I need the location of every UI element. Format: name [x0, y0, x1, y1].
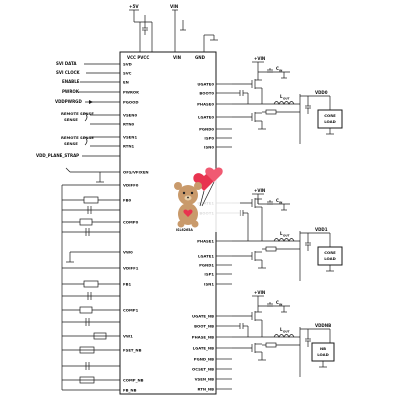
pin-pgood: PGOOD — [123, 99, 139, 104]
pin-vin: VIN — [173, 55, 181, 60]
pin-isn1: ISN1 — [204, 281, 214, 286]
pin-svc: SVC — [123, 70, 132, 75]
pin-lgate0: LGATE0 — [198, 114, 214, 119]
stage-lout-sub: OUT — [283, 97, 290, 101]
pin-lgate1: LGATE1 — [198, 253, 214, 258]
load-label-line-1: CORE — [324, 113, 336, 118]
stage-output-label: VDD1 — [315, 227, 328, 232]
remote-sense-0-label: REMOTE SENSE — [61, 111, 94, 116]
vdd-plane-strap-label: VDD_PLANE_STRAP — [36, 153, 79, 158]
pin-vw0: VW0 — [123, 249, 133, 254]
teddy-bear-with-heart-balloons-icon — [174, 167, 223, 228]
stage-cin-label: C — [276, 198, 279, 203]
stage-cin-sub: IN — [279, 69, 283, 73]
stage-cin-sub: IN — [279, 201, 283, 205]
pin-fb1: FB1 — [123, 281, 131, 286]
teddy-bear-sticker: ISL6265A — [170, 167, 240, 232]
inductor — [273, 334, 295, 338]
load-label-line-2: LOAD — [317, 352, 329, 357]
pin-ugate0: UGATE0 — [197, 81, 214, 86]
remote-sense-1-sub: SENSE — [64, 141, 78, 146]
pin-vw1: VW1 — [123, 333, 133, 338]
load-label-line-1: NB — [320, 346, 326, 351]
pin-fb0: FB0 — [123, 197, 131, 202]
load-label-line-2: LOAD — [324, 256, 336, 261]
stage-vin-label: +VIN — [254, 56, 265, 61]
pin-vsen1: VSEN1 — [123, 134, 137, 139]
pin-comp0: COMP0 — [123, 219, 139, 224]
stage-lout-label: L — [280, 327, 283, 332]
left-pin-labels: SVD SVC EN PWROK PGOOD VSEN0RTN0VSEN1RTN1OFS/… — [123, 61, 149, 392]
pin-pgnd0: PGND0 — [199, 126, 214, 131]
inductor — [273, 101, 295, 105]
top-supply: +5V VIN — [129, 4, 218, 52]
svi-data-label: SVI DATA — [56, 61, 77, 66]
vddpwrgd-label: VDDPWRGD — [55, 99, 82, 104]
plus-5v-label: +5V — [129, 4, 139, 9]
pin-en: EN — [123, 79, 129, 84]
remote-sense-1-label: REMOTE SENSE — [61, 135, 94, 140]
pin-phase-nb: PHASE_NB — [192, 334, 214, 339]
pin-boot-nb: BOOT_NB — [194, 323, 214, 328]
enable-label: ENABLE — [62, 79, 80, 84]
pin-vdiff0: VDIFF0 — [123, 182, 139, 187]
remote-sense-0-sub: SENSE — [64, 117, 78, 122]
pin-isp1: ISP1 — [204, 271, 214, 276]
pin-pgnd1: PGND1 — [199, 262, 214, 267]
load-label-line-2: LOAD — [324, 119, 336, 124]
pin-pwrok: PWROK — [123, 89, 140, 94]
pin-fb-nb: FB_NB — [123, 387, 137, 392]
inductor — [273, 238, 295, 242]
stage-output-label: VDDNB — [315, 323, 331, 328]
pin-fset-nb: FSET_NB — [123, 347, 142, 352]
pin-rtn0: RTN0 — [123, 121, 135, 126]
sense-resistor — [265, 109, 277, 115]
stage-output-label: VDD0 — [315, 90, 328, 95]
pin-isp0: ISP0 — [204, 135, 214, 140]
pwrok-label: PWROK — [62, 89, 80, 94]
pin-rtn-nb: RTN_NB — [198, 386, 215, 391]
pin-vdiff1: VDIFF1 — [123, 265, 139, 270]
stage-cin-sub: IN — [279, 303, 283, 307]
pin-ocset-nb: OCSET_NB — [192, 366, 214, 371]
pin-comp-nb: COMP_NB — [123, 377, 144, 382]
sticker-text: ISL6265A — [176, 228, 193, 232]
pin-ofs-vfixen: OFS/VFIXEN — [123, 169, 149, 174]
pin-pgnd-nb: PGND_NB — [194, 356, 214, 361]
stage-lout-label: L — [280, 231, 283, 236]
left-signal-wires: SVI DATA SVI CLOCK ENABLE PWROK VDDPWRGD… — [36, 61, 120, 391]
vin-top-label: VIN — [170, 4, 179, 9]
pin-gnd: GND — [195, 55, 206, 60]
pin-phase1: PHASE1 — [197, 238, 214, 243]
pin-comp1: COMP1 — [123, 307, 139, 312]
svi-clock-label: SVI CLOCK — [56, 70, 81, 75]
sense-resistor — [265, 246, 277, 252]
stage-lout-sub: OUT — [283, 234, 290, 238]
pin-vsen0: VSEN0 — [123, 112, 137, 117]
stage-lout-label: L — [280, 94, 283, 99]
pin-isn0: ISN0 — [204, 144, 214, 149]
pin-phase0: PHASE0 — [197, 101, 214, 106]
stage-lout-sub: OUT — [283, 330, 290, 334]
pin-ugate-nb: UGATE_NB — [192, 313, 214, 318]
sense-resistor — [265, 342, 277, 348]
pin-boot0: BOOT0 — [199, 90, 214, 95]
pin-vsen-nb: VSEN_NB — [195, 376, 215, 381]
pin-vcc-pvcc: VCC PVCC — [127, 55, 149, 60]
load-label-line-1: CORE — [324, 250, 336, 255]
stage-vin-label: +VIN — [254, 188, 265, 193]
stage-cin-label: C — [276, 300, 279, 305]
pin-rtn1: RTN1 — [123, 143, 135, 148]
pin-lgate-nb: LGATE_NB — [193, 345, 214, 350]
stage-cin-label: C — [276, 66, 279, 71]
stage-vin-label: +VIN — [254, 290, 265, 295]
pin-svd: SVD — [123, 61, 132, 66]
